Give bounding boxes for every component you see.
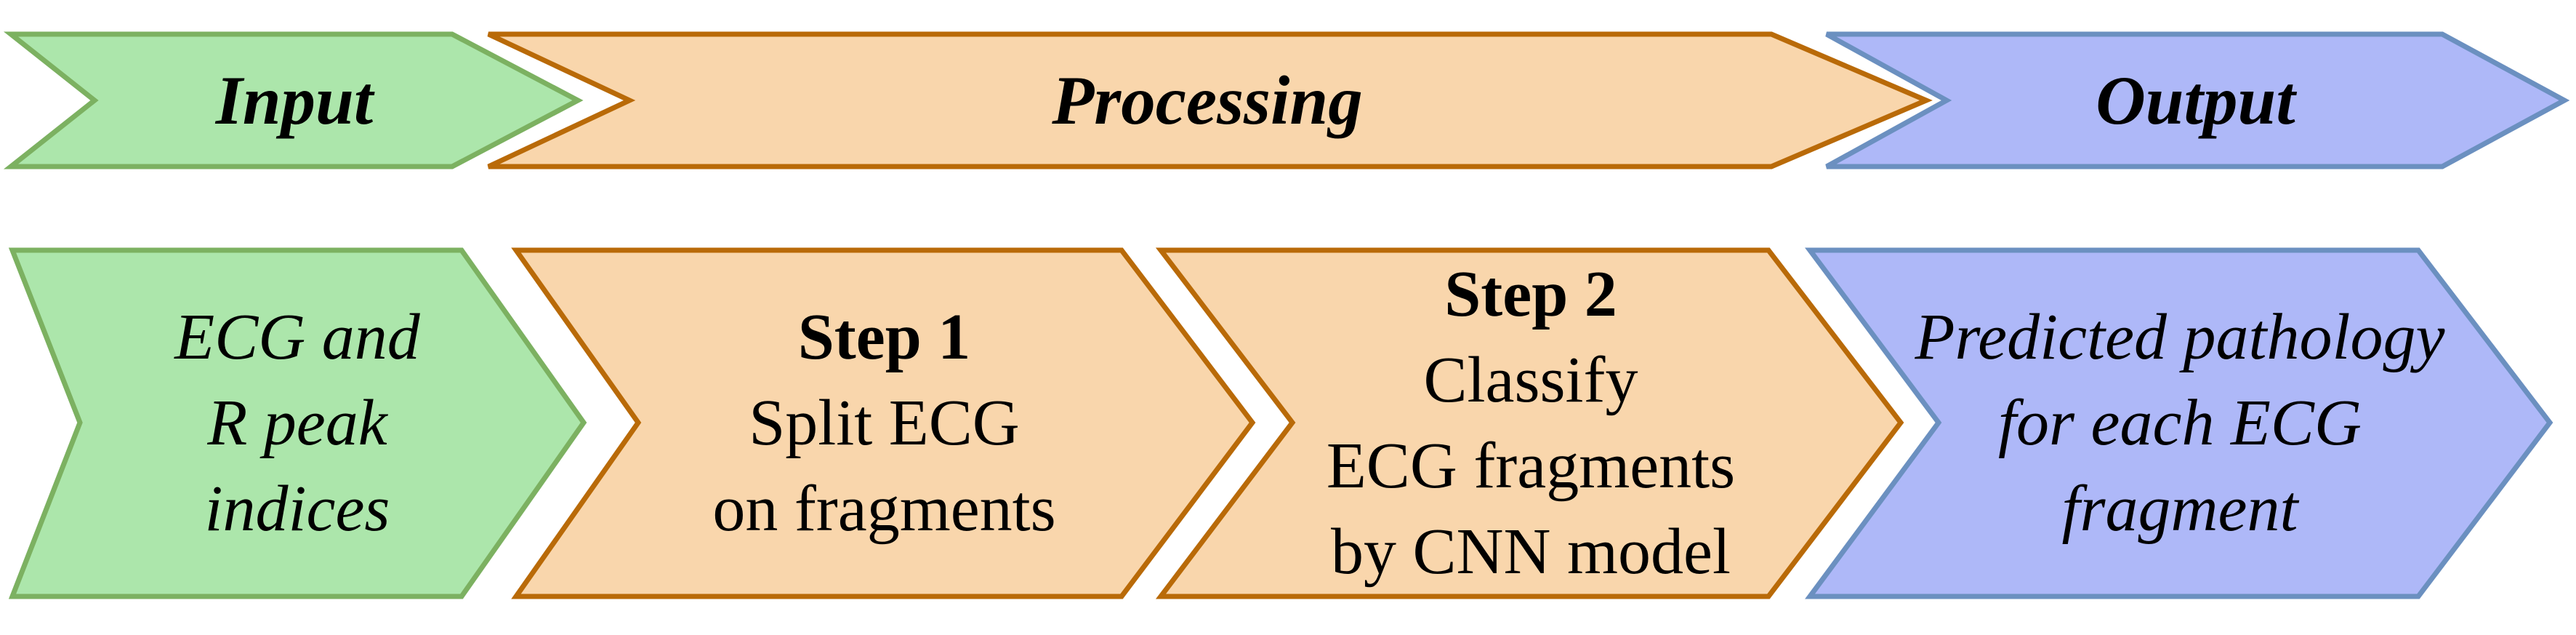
output-header-label: Output: [1827, 34, 2564, 167]
ecg-input-line-2: R peak: [207, 387, 387, 459]
predicted-output-line-1: Predicted pathology: [1915, 301, 2445, 373]
predicted-output-arrow-shape: [1805, 247, 2553, 599]
ecg-input-line-1: ECG and: [174, 301, 420, 373]
ecg-input-label: ECG and R peak indices: [11, 250, 584, 596]
predicted-output-line-2: for each ECG: [1998, 387, 2362, 459]
step1-label: Step 1 Split ECG on fragments: [516, 250, 1252, 596]
output-header-text: Output: [2096, 62, 2295, 139]
predicted-output-line-3: fragment: [2061, 473, 2298, 545]
step2-arrow-shape: [1155, 247, 1904, 599]
ecg-input-arrow-shape: [8, 247, 587, 599]
step1-title: Step 1: [797, 301, 971, 373]
step2-title: Step 2: [1444, 258, 1617, 330]
step1-arrow-shape: [511, 247, 1256, 599]
predicted-output-label: Predicted pathology for each ECG fragmen…: [1810, 250, 2550, 596]
step2-line-1: Classify: [1423, 344, 1638, 416]
step2-line-3: by CNN model: [1331, 516, 1731, 588]
input-header-label: Input: [11, 34, 578, 167]
processing-header-label: Processing: [488, 34, 1926, 167]
step1-line-1: Split ECG: [749, 387, 1020, 459]
ecg-input-line-3: indices: [204, 473, 390, 545]
input-header-text: Input: [215, 62, 374, 139]
step2-label: Step 2 Classify ECG fragments by CNN mod…: [1161, 250, 1901, 596]
input-header-arrow-shape: [3, 31, 584, 169]
output-header-arrow-shape: [1825, 31, 2570, 169]
processing-header-arrow-shape: [487, 31, 1933, 169]
step1-line-2: on fragments: [712, 473, 1056, 545]
step2-line-2: ECG fragments: [1326, 430, 1736, 502]
processing-header-text: Processing: [1052, 62, 1363, 139]
